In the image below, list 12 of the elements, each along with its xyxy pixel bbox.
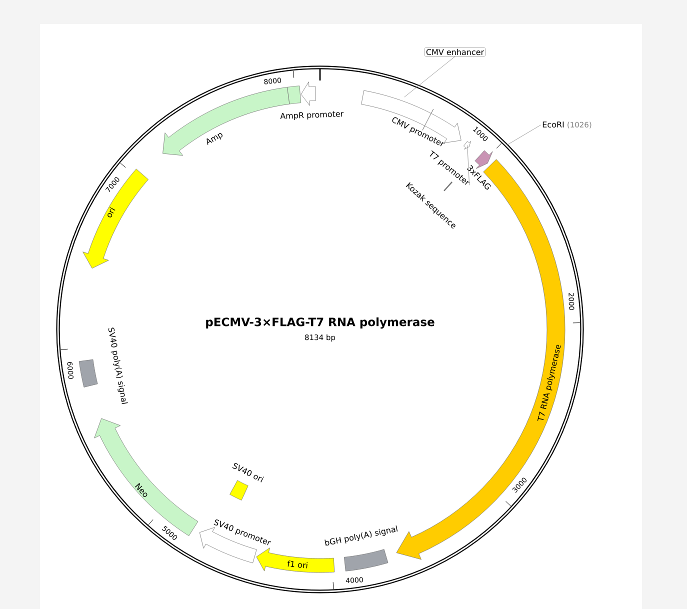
leader-line: [404, 56, 456, 98]
plasmid-feature: [300, 82, 316, 106]
node-label: SV40 poly(A) signal: [108, 328, 128, 404]
node-label: SV40 ori: [232, 463, 264, 482]
plasmid-feature: SV40 ori: [230, 463, 264, 500]
plasmid-feature: f1 ori: [256, 548, 335, 573]
feature-label: CMV enhancer: [424, 48, 486, 56]
node-label: bGH poly(A) signal: [324, 525, 398, 546]
plasmid-feature: SV40 poly(A) signal: [78, 328, 128, 404]
plasmid-feature: [463, 141, 471, 150]
leader-line: [467, 145, 470, 186]
leader-line: [507, 124, 541, 146]
